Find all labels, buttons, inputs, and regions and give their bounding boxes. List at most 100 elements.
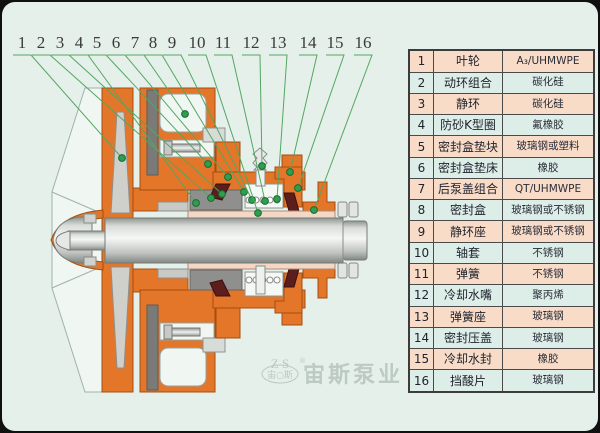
- cooling-stem-bottom: [255, 265, 266, 295]
- part-dot-1: [118, 154, 126, 162]
- part-no-cell: 1: [408, 49, 434, 73]
- part-number-8: 8: [149, 33, 158, 52]
- part-material-cell: 不锈钢: [502, 262, 595, 286]
- part-no-cell: 11: [408, 262, 434, 286]
- part-name-cell: 冷却水封: [433, 348, 503, 371]
- part-dot-9: [248, 196, 256, 204]
- part-dot-3: [218, 190, 226, 198]
- part-material-cell: 玻璃钢: [502, 326, 595, 350]
- part-number-4: 4: [75, 33, 84, 52]
- part-name-cell: 静环座: [433, 220, 503, 243]
- leader-line-15: [297, 54, 345, 189]
- part-material-cell: 碳化硅: [502, 92, 595, 116]
- leader-line-layer: [13, 54, 373, 217]
- watermark-oval: [261, 364, 299, 384]
- part-dot-12: [258, 162, 266, 170]
- part-name-cell: 静环: [433, 92, 503, 116]
- part-no-cell: 13: [408, 305, 434, 328]
- part-no-cell: 3: [408, 92, 434, 116]
- part-number-16: 16: [355, 33, 372, 52]
- part-no-cell: 12: [408, 284, 434, 307]
- part-no-cell: 8: [408, 199, 434, 222]
- part-material-cell: 玻璃钢: [502, 305, 595, 328]
- leader-line-9: [163, 54, 253, 201]
- part-no-cell: 10: [408, 241, 434, 264]
- part-number-12: 12: [243, 33, 260, 52]
- part-number-10: 10: [189, 33, 206, 52]
- part-material-cell: 玻璃钢或不锈钢: [502, 199, 595, 222]
- part-material-cell: 碳化硅: [502, 71, 595, 94]
- part-name-cell: 密封盒垫块: [433, 135, 503, 158]
- part-no-cell: 6: [408, 156, 434, 179]
- part-dot-8: [240, 188, 248, 196]
- part-dot-16: [310, 206, 318, 214]
- part-no-cell: 16: [408, 369, 434, 393]
- part-no-cell: 9: [408, 220, 434, 243]
- part-name-cell: 密封压盖: [433, 326, 503, 350]
- part-number-14: 14: [300, 33, 318, 52]
- part-name-cell: 防砂K型圈: [433, 114, 503, 137]
- part-dot-2: [207, 194, 215, 202]
- leader-line-14: [289, 54, 318, 173]
- part-number-13: 13: [270, 33, 287, 52]
- part-material-cell: 玻璃钢: [502, 369, 595, 393]
- part-number-5: 5: [93, 33, 102, 52]
- part-no-cell: 7: [408, 177, 434, 201]
- part-number-11: 11: [215, 33, 231, 52]
- watermark-zs: Z S: [271, 356, 289, 371]
- leader-line-8: [144, 54, 245, 193]
- part-material-cell: 不锈钢: [502, 241, 595, 264]
- leader-line-11: [214, 54, 266, 202]
- shaft-tip: [55, 230, 71, 251]
- part-name-cell: 密封盒垫床: [433, 156, 503, 179]
- leader-line-3: [51, 54, 223, 195]
- part-no-cell: 5: [408, 135, 434, 158]
- part-dot-10: [254, 209, 262, 217]
- leader-line-16: [313, 54, 373, 211]
- part-material-cell: 橡胶: [502, 156, 595, 179]
- part-material-cell: 聚丙烯: [502, 284, 595, 307]
- part-no-cell: 14: [408, 326, 434, 350]
- part-name-cell: 冷却水嘴: [433, 284, 503, 307]
- part-number-7: 7: [131, 33, 140, 52]
- part-no-cell: 4: [408, 114, 434, 137]
- part-number-6: 6: [112, 33, 121, 52]
- part-number-1: 1: [18, 33, 27, 52]
- brand-watermark: Z S ® 宙○斯 宙斯泵业: [261, 356, 403, 388]
- part-number-3: 3: [56, 33, 65, 52]
- registered-mark-icon: ®: [299, 357, 306, 365]
- watermark-company-name: 宙斯泵业: [303, 362, 403, 388]
- part-name-cell: 轴套: [433, 241, 503, 264]
- part-material-cell: A₃/UHMWPE: [502, 49, 595, 73]
- shaft-end: [342, 220, 368, 261]
- part-dot-4: [192, 199, 200, 207]
- part-dot-13: [273, 195, 281, 203]
- part-name-cell: 动环组合: [433, 71, 503, 94]
- part-no-cell: 15: [408, 348, 434, 371]
- part-number-9: 9: [168, 33, 177, 52]
- part-material-cell: 橡胶: [502, 348, 595, 371]
- part-number-15: 15: [327, 33, 344, 52]
- part-dot-5: [204, 160, 212, 168]
- part-name-cell: 挡酸片: [433, 369, 503, 393]
- part-name-cell: 弹簧: [433, 262, 503, 286]
- leader-line-10: [188, 54, 259, 214]
